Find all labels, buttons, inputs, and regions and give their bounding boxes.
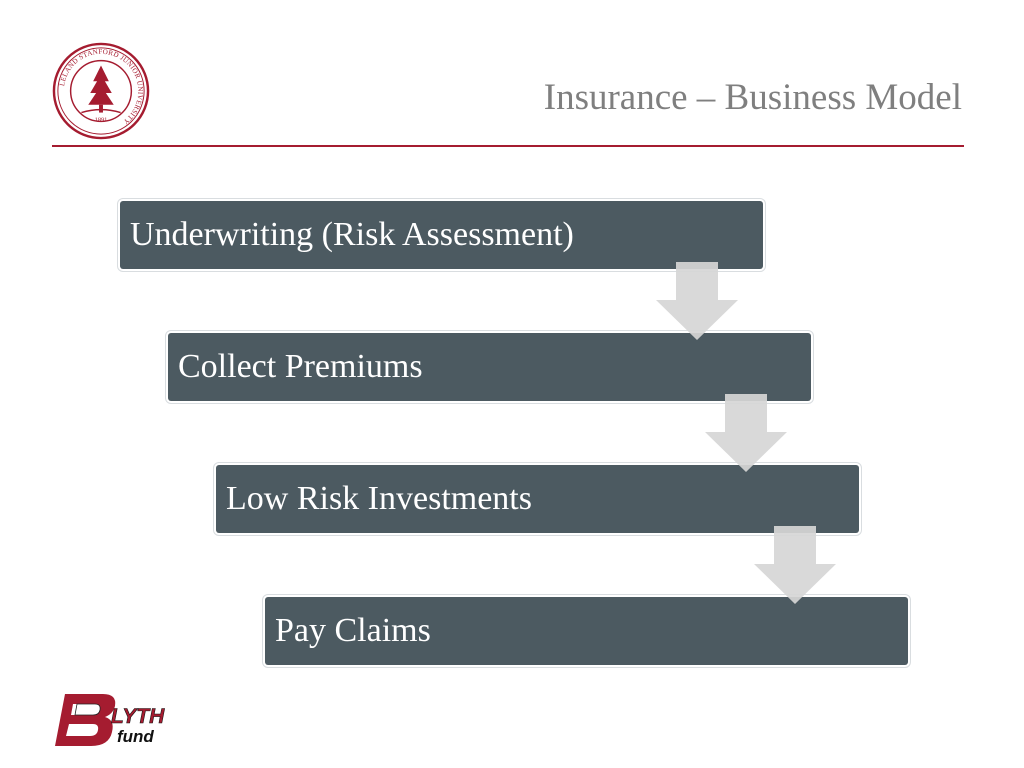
down-arrow-icon bbox=[705, 394, 787, 472]
process-step-collect-premiums: Collect Premiums bbox=[168, 333, 811, 401]
process-step-low-risk-investments: Low Risk Investments bbox=[216, 465, 859, 533]
logo-text-bottom: fund bbox=[117, 727, 154, 746]
blyth-fund-logo: LYTH fund bbox=[55, 694, 165, 746]
university-seal-icon: LELAND STANFORD JUNIOR UNIVERSITY 1891 bbox=[52, 42, 150, 140]
seal-year: 1891 bbox=[95, 116, 108, 123]
down-arrow-icon bbox=[656, 262, 738, 340]
process-step-underwriting: Underwriting (Risk Assessment) bbox=[120, 201, 763, 269]
logo-text-top: LYTH bbox=[111, 705, 165, 728]
down-arrow-icon bbox=[754, 526, 836, 604]
title-divider bbox=[52, 145, 964, 147]
process-step-pay-claims: Pay Claims bbox=[265, 597, 908, 665]
slide-title: Insurance – Business Model bbox=[543, 77, 962, 118]
